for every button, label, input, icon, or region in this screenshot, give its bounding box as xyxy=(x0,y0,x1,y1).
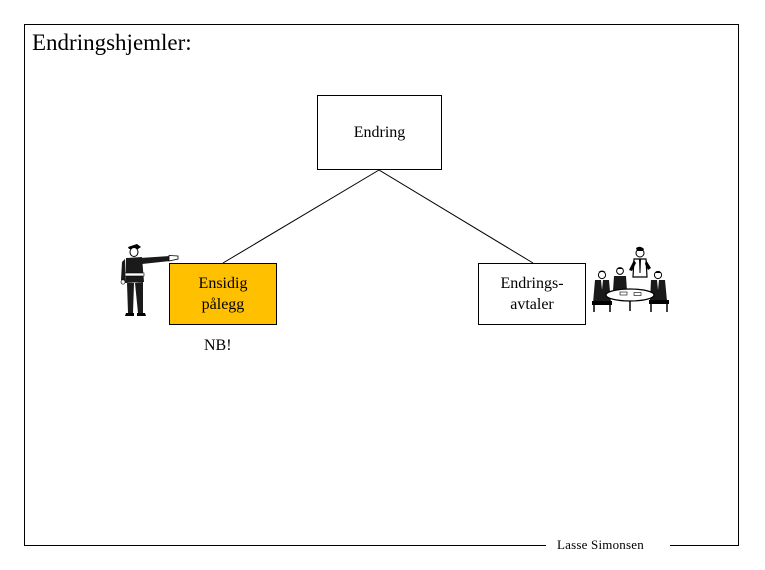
node-endring-label: Endring xyxy=(353,124,406,141)
footer-background xyxy=(546,536,670,556)
node-ensidig-palegg-label: Ensidig pålegg xyxy=(198,275,248,313)
nb-note: NB! xyxy=(204,337,232,354)
node-ensidig-palegg: Ensidig pålegg xyxy=(169,263,277,325)
slide-title: Endringshjemler: xyxy=(32,30,192,55)
connector-root-to-ensidig xyxy=(222,169,380,264)
slide-frame xyxy=(24,24,739,546)
node-endringsavtaler: Endrings- avtaler xyxy=(478,263,586,325)
business-meeting-icon xyxy=(592,246,669,312)
footer-author: Lasse Simonsen xyxy=(557,537,644,552)
traffic-officer-icon xyxy=(120,244,179,316)
node-endring: Endring xyxy=(317,95,442,170)
connector-root-to-endringsavtaler xyxy=(378,169,534,264)
node-endringsavtaler-label: Endrings- avtaler xyxy=(500,275,564,313)
